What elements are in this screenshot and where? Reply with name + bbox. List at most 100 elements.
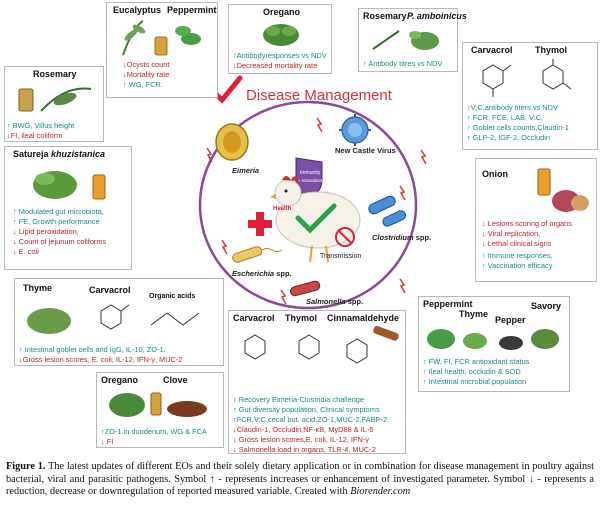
onion-line-1: ↓ Lesions scoring of organs bbox=[482, 219, 572, 228]
panel-title-onion: Onion bbox=[482, 169, 508, 179]
panel-title-pepper: Pepper bbox=[495, 315, 526, 325]
oreg1-line-2: ↓Decreased mortality rate bbox=[233, 61, 318, 70]
rosemary-plant-icon bbox=[372, 30, 439, 50]
health-label: Health bbox=[273, 206, 292, 212]
panel-title-oregano-2: Oregano bbox=[101, 375, 139, 385]
escherichia-bacteria-icon bbox=[232, 246, 283, 263]
panel-title-savory: Savory bbox=[531, 301, 562, 311]
panel-carvacrol-thymol: Carvacrol Thymol ↑V;C,antibody titers vs… bbox=[462, 42, 598, 150]
herbs-icon bbox=[427, 329, 559, 350]
carthy-line-4: ↑ GLP-2, IGF-2, Occludin bbox=[467, 133, 550, 142]
figure-caption: Figure 1. The latest updates of differen… bbox=[6, 461, 594, 499]
oreg1-line-1: ↑Antibodyresponses vs NDV bbox=[233, 51, 327, 60]
onion-line-3: ↓ Lethal clinical signs bbox=[482, 239, 552, 248]
panel-onion: Onion ↓ Lesions scoring of organs ↓ Vira… bbox=[475, 158, 597, 282]
panel-title-thyme: Thyme bbox=[23, 283, 53, 293]
thyme-line-2: ↓Gross lesion scores, E. coli, IL-12, IF… bbox=[19, 355, 183, 364]
sat-line-1: ↑ Modulated gut microbiota, bbox=[13, 207, 104, 216]
panel-oregano-top: Oregano ↑Antibodyresponses vs NDV ↓Decre… bbox=[228, 4, 332, 74]
panel-title-carvacrol-3: Carvacrol bbox=[233, 313, 275, 323]
antioxidants-label: + Antioxidants bbox=[298, 178, 324, 183]
onion-line-2: ↓ Viral replication, bbox=[482, 229, 541, 238]
oc-line-1: ↑ZO-1 in duodenum, WG & FCA bbox=[101, 427, 207, 436]
central-illustration: Disease Management Eimeria New Castle Vi… bbox=[198, 75, 431, 310]
health-cross-icon bbox=[248, 212, 272, 236]
sat-line-4: ↓ Count of jejunum coliforms bbox=[13, 237, 107, 246]
caption-biorender: Biorender.com bbox=[350, 486, 411, 498]
panel-satureja: Satureja khuzistanica ↑ Modulated gut mi… bbox=[4, 146, 132, 270]
onion-line-5: ↑ Vaccination efficacy bbox=[482, 261, 553, 270]
oc-line-2: ↓ FI bbox=[101, 437, 114, 446]
no-transmission-icon bbox=[335, 227, 355, 247]
panel-title-clove: Clove bbox=[163, 375, 188, 385]
panel-carvacrol-thymol-cinnamaldehyde: Carvacrol Thymol Cinnamaldehyde ↑ Recove… bbox=[228, 310, 406, 454]
hen-icon bbox=[270, 176, 361, 263]
ros-line-1: ↑ BWG, Villus height bbox=[7, 121, 75, 130]
rosemary-oil-icon bbox=[18, 87, 92, 112]
rosp-line-1: ↑ Antibody titres vs NDV bbox=[363, 59, 443, 68]
carthy-line-1: ↑V;C,antibody titers vs NDV bbox=[467, 103, 558, 112]
carthy-line-3: ↑ Goblet cells counts,Claudin-1 bbox=[467, 123, 569, 132]
satureja-plant-icon bbox=[33, 171, 106, 200]
oregano-clove-icon bbox=[109, 392, 207, 417]
euc-line-1: ↓Ocysts count bbox=[123, 60, 170, 69]
panel-title-organic-acids: Organic acids bbox=[149, 293, 196, 300]
ctc-line-5: ↓ Gross lesion scores,E. coli, IL-12, IF… bbox=[233, 435, 369, 444]
panel-title-eucalyptus: Eucalyptus bbox=[113, 5, 162, 15]
carthy-line-2: ↑ FCR, FCE, LAB, V:C, bbox=[467, 113, 544, 122]
panel-title-rosemary: Rosemary bbox=[363, 11, 407, 21]
ndv-label: New Castle Virus bbox=[335, 146, 396, 155]
ctc-line-4: ↓Claudin-1, Occludin,NF-κB, MyD88 & IL-6 bbox=[233, 425, 374, 434]
clostridium-label: Clostridium spp. bbox=[372, 233, 431, 242]
ros-line-2: ↓FI, ileal coliform bbox=[7, 131, 63, 140]
panel-title-thyme-2: Thyme bbox=[459, 309, 489, 319]
onion-icon bbox=[537, 168, 589, 212]
ctc-line-6: ↓ Salmonella load in organs, TLR-4, MUC-… bbox=[233, 445, 376, 454]
thyme-line-1: ↑ Intestinal goblet cells and IgG, IL-10… bbox=[19, 345, 166, 354]
escherichia-label: Escherichia spp. bbox=[232, 269, 292, 278]
caption-text: The latest updates of different EOs and … bbox=[6, 461, 594, 498]
panel-rosemary-amboinicus: Rosemary P. amboinicus ↑ Antibody titres… bbox=[358, 8, 467, 72]
ctc-molecule-icon bbox=[244, 325, 399, 364]
salmonella-label: Salmonella spp. bbox=[306, 297, 363, 306]
sat-line-5: ↓ E. coli bbox=[13, 247, 39, 256]
pts-line-1: ↑ FW, FI, FCR antioxidant status bbox=[423, 357, 530, 366]
disease-management-title: Disease Management bbox=[246, 87, 393, 104]
sat-line-2: ↑ FE, Growth performance bbox=[13, 217, 100, 226]
panel-title-peppermint: Peppermint bbox=[167, 5, 217, 15]
lightning-icon bbox=[206, 117, 427, 305]
panel-title-amboinicus: P. amboinicus bbox=[407, 11, 467, 21]
panel-peppermint-thyme-pepper-savory: Peppermint Thyme Pepper Savory ↑ FW, FI,… bbox=[418, 296, 570, 392]
thyme-molecule-icon bbox=[27, 304, 200, 334]
panel-oregano-clove: Oregano Clove ↑ZO-1 in duodenum, WG & FC… bbox=[96, 372, 224, 448]
sat-line-3: ↓ Lipid peroxidation, bbox=[13, 227, 79, 236]
salmonella-bacteria-icon bbox=[289, 280, 321, 297]
onion-line-4: ↑ Immune responses, bbox=[482, 251, 553, 260]
panel-title-carvacrol: Carvacrol bbox=[471, 45, 513, 55]
euc-line-2: ↓Mortality rate bbox=[123, 70, 170, 79]
transmission-label: Transmission bbox=[320, 253, 361, 260]
central-ellipse bbox=[198, 100, 418, 310]
eimeria-label: Eimeria bbox=[232, 166, 259, 175]
ctc-line-2: ↑ Gut diversity population, Clinical sym… bbox=[233, 405, 380, 414]
panel-thyme-carvacrol-acids: Thyme Carvacrol Organic acids ↑ Intestin… bbox=[14, 278, 224, 366]
molecule-structure-icon bbox=[482, 59, 572, 97]
panel-eucalyptus-peppermint: Eucalyptus Peppermint ↓Ocysts count ↓Mor… bbox=[106, 2, 218, 98]
clostridium-bacteria-icon bbox=[368, 195, 407, 227]
caption-label: Figure 1. bbox=[6, 461, 46, 472]
eucalyptus-peppermint-plant-icon bbox=[122, 20, 201, 56]
eimeria-oocyst-icon bbox=[215, 123, 249, 161]
panel-title-peppermint-2: Peppermint bbox=[423, 299, 473, 309]
oregano-plant-icon bbox=[263, 24, 299, 46]
immunity-label: Immunity bbox=[300, 170, 321, 176]
panel-rosemary: Rosemary ↑ BWG, Villus height ↓FI, ileal… bbox=[4, 66, 104, 142]
ctc-line-1: ↑ Recovery Eimeria-Clostridia challenge bbox=[233, 395, 365, 404]
panel-title-cinnamaldehyde: Cinnamaldehyde bbox=[327, 313, 400, 323]
ctc-line-3: ↑FCR,V:C,cecal but. acid,ZO-1,MUC-2,FABP… bbox=[233, 415, 388, 424]
pts-line-2: ↑ Ileal health, occludin & SOD bbox=[423, 367, 521, 376]
panel-title-carvacrol-2: Carvacrol bbox=[89, 285, 131, 295]
panel-title-oregano: Oregano bbox=[263, 7, 301, 17]
euc-line-3: ↑ WG, FCR. bbox=[123, 80, 163, 89]
panel-title-thymol: Thymol bbox=[535, 45, 568, 55]
pts-line-3: ↑ Intestinal microbial population bbox=[423, 377, 527, 386]
